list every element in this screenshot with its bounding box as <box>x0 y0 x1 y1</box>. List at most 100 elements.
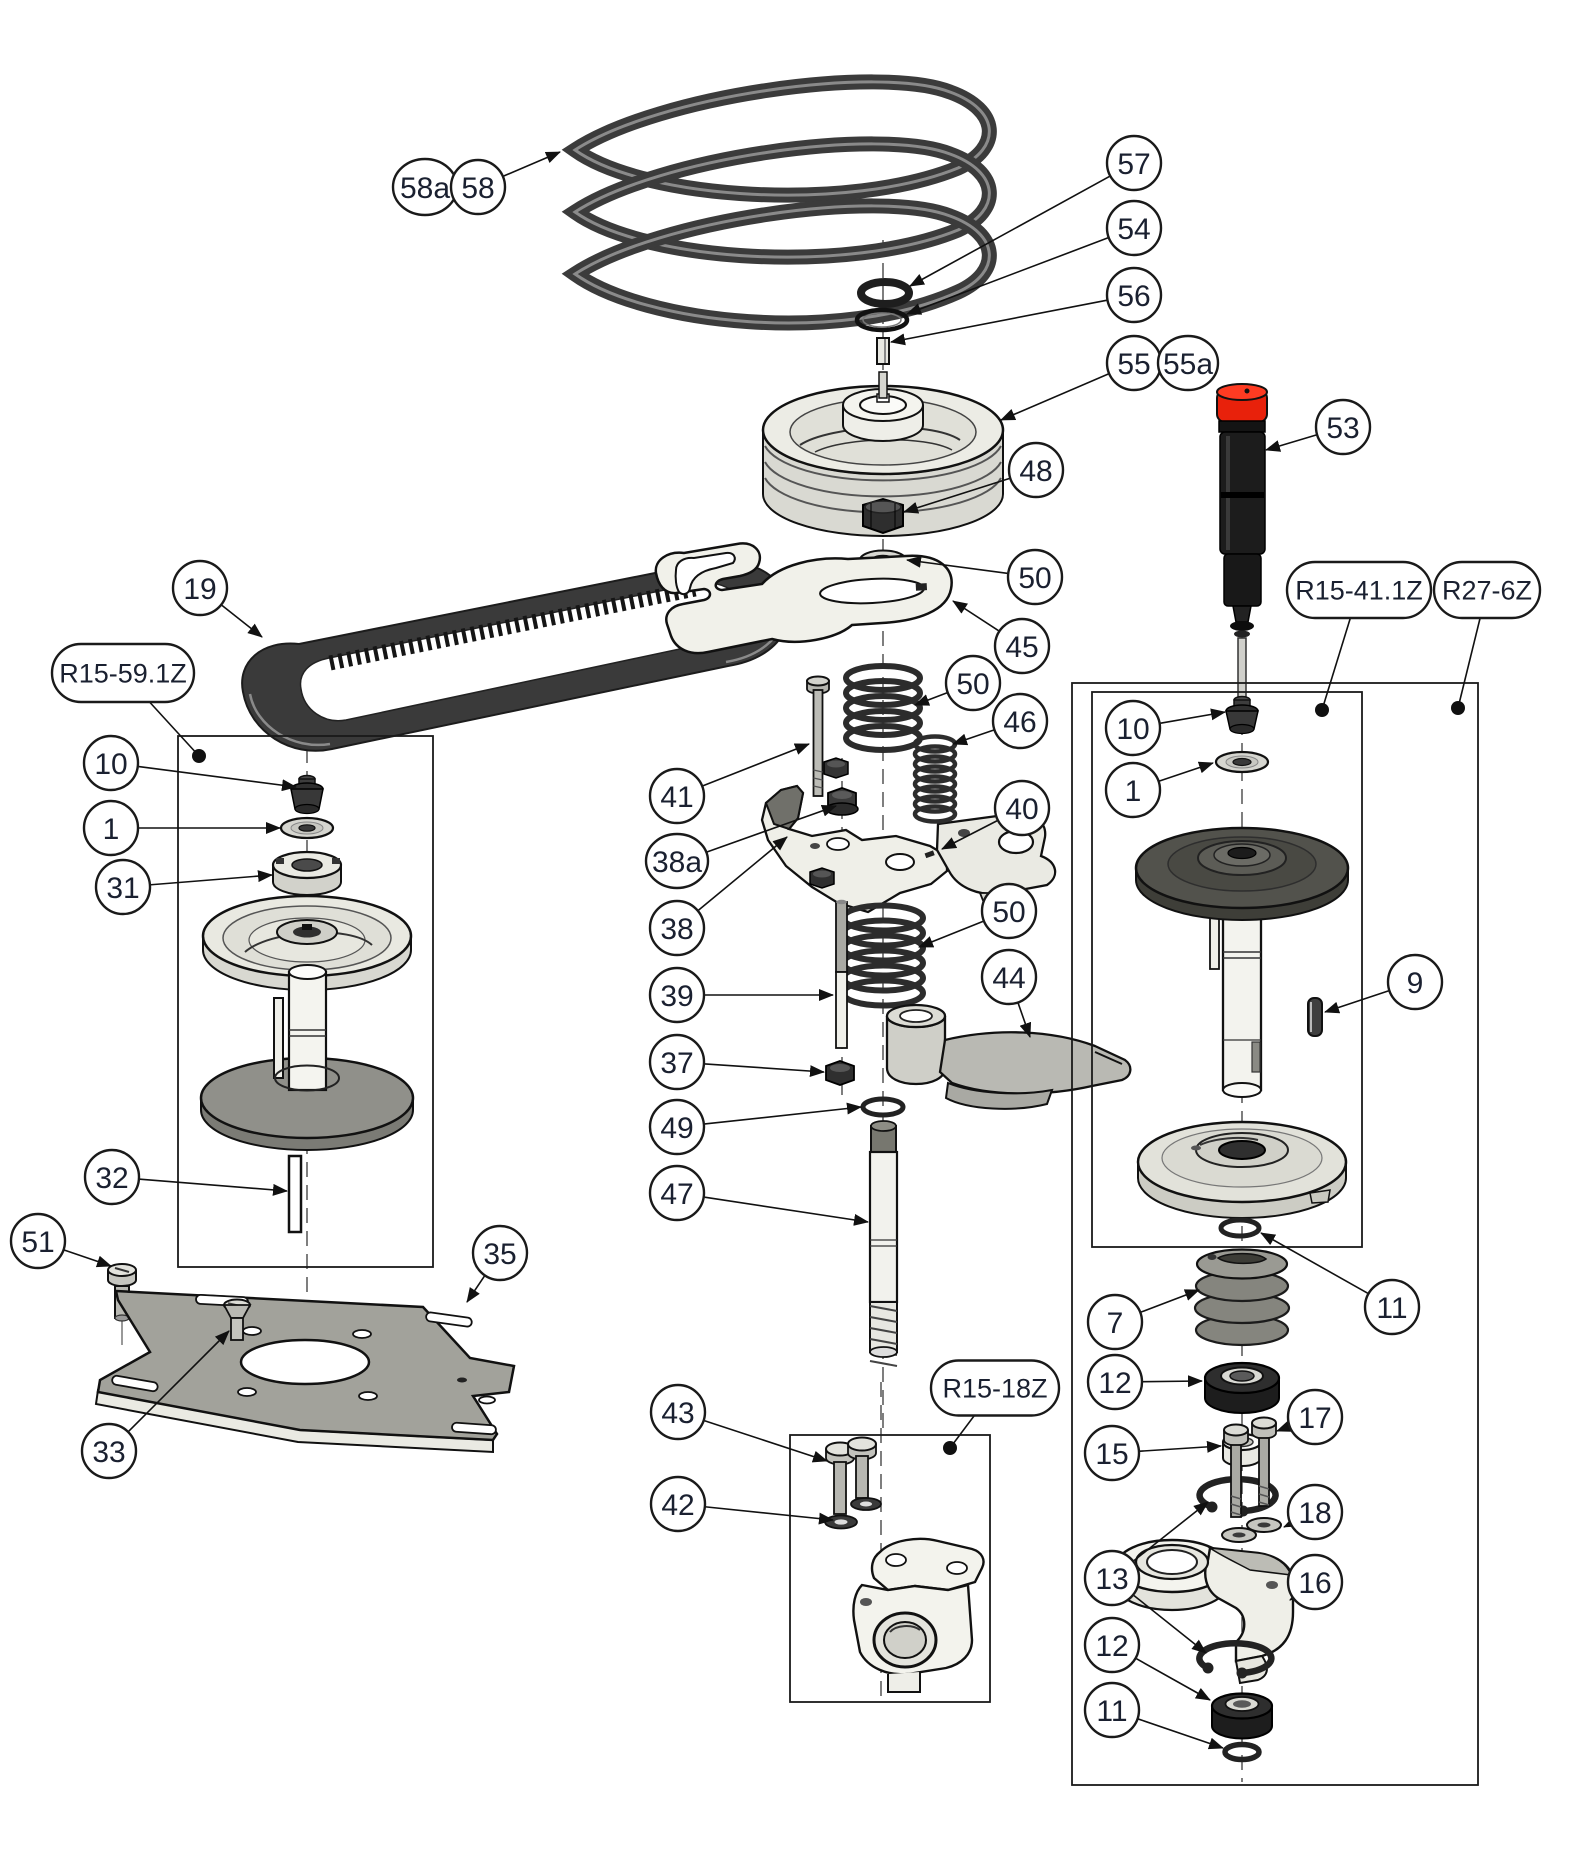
leader-55-0 <box>1000 373 1109 421</box>
part-movable-sheave-right <box>1136 1120 1348 1219</box>
balloon-48: 48 <box>1007 441 1065 499</box>
balloon-55: 55 <box>1105 334 1163 392</box>
leader-18-0 <box>1283 1515 1300 1528</box>
part-oring-small <box>854 307 910 333</box>
kit-r15-41-1z: R15-41.1Z <box>1285 560 1433 717</box>
part-fixed-sheave-left <box>201 894 413 991</box>
leader-38a-0 <box>706 805 837 853</box>
leader-50c-0 <box>918 920 984 948</box>
balloon-label-56: 56 <box>1117 280 1150 313</box>
balloon-33: 33 <box>80 1422 138 1480</box>
part-rocker-arm <box>885 1003 1132 1110</box>
kit-r27-6z-label: R27-6Z <box>1442 576 1532 606</box>
balloon-label-39: 39 <box>660 980 693 1013</box>
balloon-7: 7 <box>1086 1293 1144 1351</box>
balloon-label-7: 7 <box>1107 1307 1124 1340</box>
leader-53-0 <box>1265 434 1317 452</box>
leader-40-0 <box>941 820 998 850</box>
leader-38-0 <box>698 836 788 911</box>
balloon-label-35: 35 <box>483 1238 516 1271</box>
leader-32-0 <box>139 1178 288 1196</box>
balloon-55a: 55a <box>1156 334 1220 392</box>
balloon-label-12a: 12 <box>1098 1367 1131 1400</box>
right-outer-box <box>1071 682 1479 1786</box>
balloon-54: 54 <box>1105 199 1163 257</box>
balloon-50b: 50 <box>944 654 1002 712</box>
balloon-42: 42 <box>649 1475 707 1533</box>
balloon-label-38: 38 <box>660 913 693 946</box>
leader-45-0 <box>952 600 999 632</box>
leader-13-0 <box>1133 1501 1209 1562</box>
balloon-38a: 38a <box>644 832 710 890</box>
part-bearing-lower <box>1210 1692 1274 1740</box>
balloon-41: 41 <box>648 767 706 825</box>
balloon-13: 13 <box>1083 1549 1141 1607</box>
leader-56-0 <box>890 299 1107 346</box>
balloon-51: 51 <box>9 1212 67 1270</box>
leader-10L-0 <box>138 765 297 792</box>
part-v-belt <box>561 74 997 331</box>
part-hex-nut-mid <box>809 867 835 889</box>
part-socket-bolts <box>1223 1416 1277 1518</box>
part-key <box>1307 997 1323 1037</box>
leader-7-0 <box>1140 1289 1200 1313</box>
leader-16-0 <box>1289 1586 1305 1601</box>
leader-31-0 <box>150 870 273 886</box>
leader-17-0 <box>1276 1420 1293 1432</box>
leader-43-0 <box>704 1419 828 1463</box>
kit-r27-6z: R27-6Z <box>1432 560 1542 715</box>
balloon-label-49: 49 <box>660 1112 693 1145</box>
leader-57-0 <box>909 175 1110 287</box>
part-threaded-shaft <box>868 1120 899 1367</box>
balloon-label-55a: 55a <box>1163 348 1213 381</box>
leader-1R-0 <box>1159 761 1214 782</box>
leader-49-0 <box>704 1102 862 1125</box>
balloon-38: 38 <box>648 899 706 957</box>
balloon-label-16: 16 <box>1298 1567 1331 1600</box>
balloon-label-1L: 1 <box>103 813 120 846</box>
assembly-boxes <box>177 682 1479 1786</box>
balloon-1L: 1 <box>82 799 140 857</box>
balloon-label-19: 19 <box>183 573 216 606</box>
part-wave-washer-stack-upper <box>843 663 923 753</box>
kit-r15-18z-label: R15-18Z <box>942 1374 1047 1404</box>
leader-12b-0 <box>1136 1658 1211 1701</box>
part-flange-nut <box>825 787 859 816</box>
balloon-35: 35 <box>471 1224 529 1282</box>
part-hex-nut-upper <box>823 757 849 779</box>
balloon-label-50a: 50 <box>1018 562 1051 595</box>
balloon-label-32: 32 <box>95 1162 128 1195</box>
balloon-17: 17 <box>1286 1388 1344 1446</box>
balloon-label-15: 15 <box>1095 1438 1128 1471</box>
balloon-label-10R: 10 <box>1116 713 1149 746</box>
balloon-46: 46 <box>991 692 1049 750</box>
leader-54-0 <box>906 237 1109 315</box>
leader-37-0 <box>704 1063 825 1078</box>
balloon-10R: 10 <box>1104 699 1162 757</box>
part-flange-bolt-right <box>1225 695 1259 735</box>
part-ribbed-spacer <box>1193 1248 1291 1347</box>
balloon-47: 47 <box>648 1164 706 1222</box>
kit-r15-59-1z: R15-59.1Z <box>50 642 206 763</box>
balloon-31: 31 <box>94 858 152 916</box>
leader-11a-0 <box>1260 1232 1369 1294</box>
balloon-label-44: 44 <box>992 962 1025 995</box>
leader-42-0 <box>705 1506 834 1525</box>
balloon-label-42: 42 <box>661 1489 694 1522</box>
leader-19-0 <box>221 604 263 638</box>
leader-11b-0 <box>1138 1718 1224 1750</box>
part-countersunk-screw <box>222 1298 252 1341</box>
balloon-label-13: 13 <box>1095 1563 1128 1596</box>
balloon-label-51: 51 <box>21 1226 54 1259</box>
part-snap-ring <box>860 1096 906 1118</box>
part-mounting-plate <box>94 1289 516 1454</box>
balloon-57: 57 <box>1105 134 1163 192</box>
balloon-label-50b: 50 <box>956 668 989 701</box>
balloon-label-47: 47 <box>660 1178 693 1211</box>
balloon-12a: 12 <box>1086 1353 1144 1411</box>
kit-reference-labels: R15-59.1Z R15-18Z R15-41.1Z R27-6Z <box>50 560 1542 1455</box>
leader-50a-0 <box>906 555 1008 575</box>
balloon-39: 39 <box>648 966 706 1024</box>
part-lock-nut <box>862 497 904 535</box>
